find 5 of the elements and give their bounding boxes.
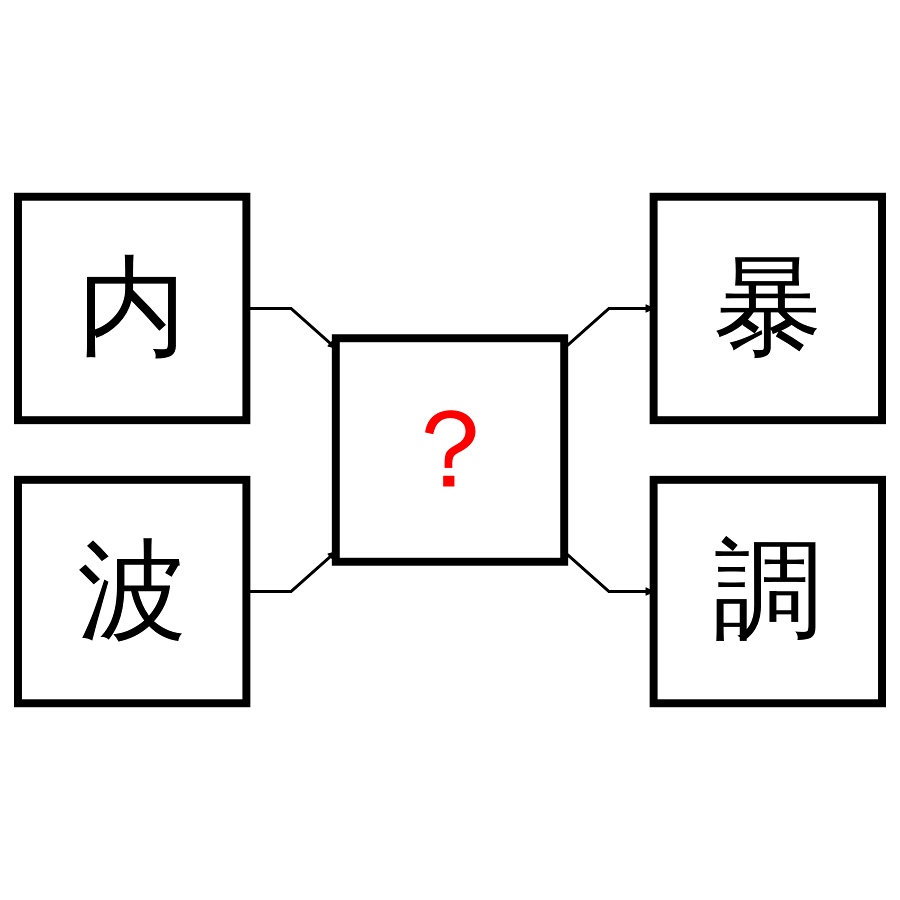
node-box: 内 xyxy=(14,192,250,424)
node-box: 波 xyxy=(14,476,250,708)
node-box: ？ xyxy=(332,334,568,566)
node-box: 調 xyxy=(650,476,886,708)
node-box: 暴 xyxy=(650,192,886,424)
